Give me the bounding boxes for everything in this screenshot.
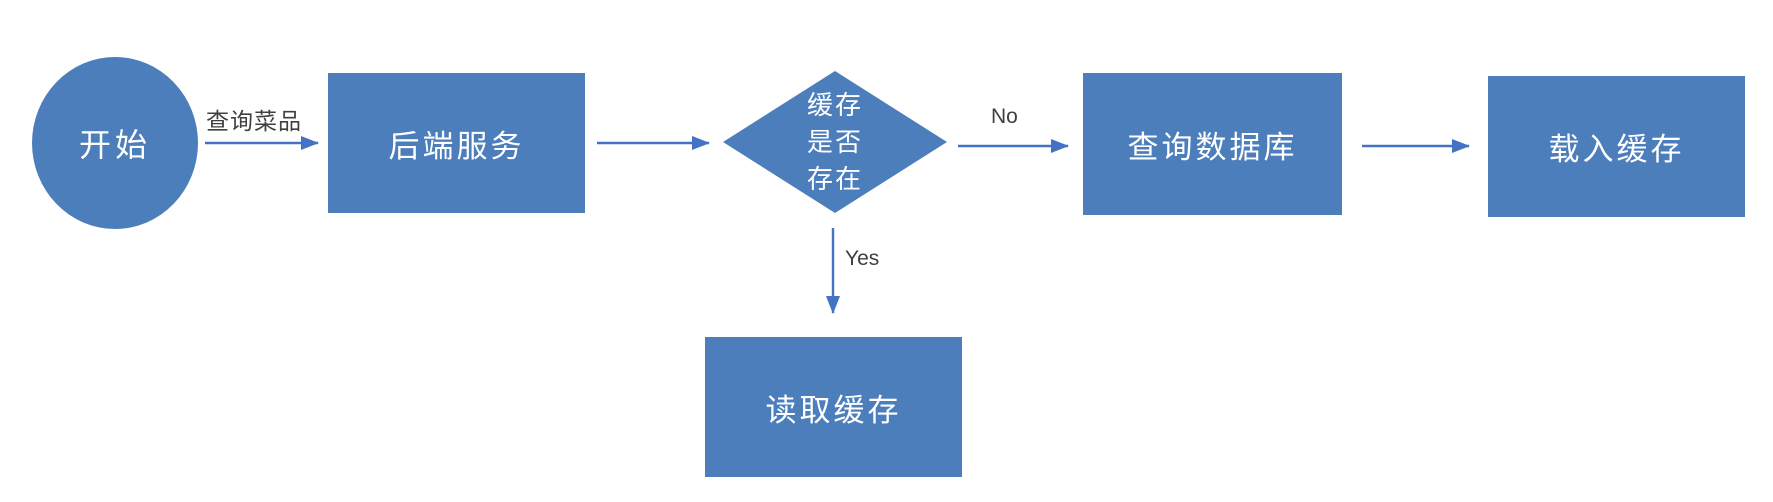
decision-line-2: 是否 [806, 126, 863, 157]
node-query-database-label: 查询数据库 [1127, 129, 1298, 165]
edge-label-query-dish: 查询菜品 [206, 108, 302, 134]
node-start-label: 开始 [78, 127, 151, 163]
node-query-database[interactable]: 查询数据库 [1083, 73, 1342, 215]
node-load-cache[interactable]: 载入缓存 [1488, 76, 1745, 217]
decision-line-3: 存在 [806, 163, 863, 194]
node-cache-exists-decision[interactable]: 缓存 是否 存在 [723, 71, 947, 213]
edge-label-yes: Yes [845, 247, 880, 270]
node-backend-service-label: 后端服务 [388, 128, 525, 164]
node-backend-service[interactable]: 后端服务 [328, 73, 585, 213]
node-start[interactable]: 开始 [32, 57, 198, 229]
node-read-cache[interactable]: 读取缓存 [705, 337, 962, 477]
edge-label-no: No [991, 105, 1018, 128]
node-read-cache-label: 读取缓存 [765, 392, 902, 428]
decision-line-1: 缓存 [806, 89, 863, 120]
node-load-cache-label: 载入缓存 [1548, 132, 1685, 167]
node-cache-exists-label: 缓存 是否 存在 [807, 87, 863, 198]
